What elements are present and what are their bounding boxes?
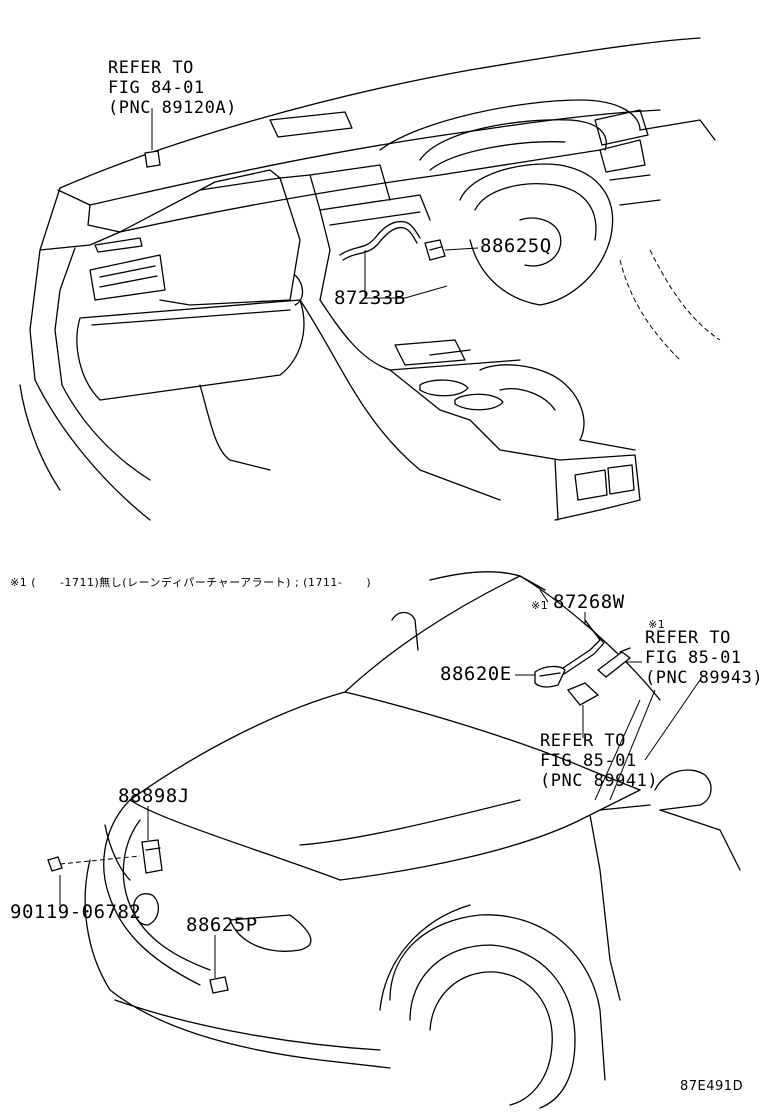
mark-87268W: ※1 bbox=[531, 599, 549, 612]
part-87233B-label[interactable]: 87233B bbox=[334, 287, 406, 309]
vehicle-front-drawing bbox=[47, 571, 741, 1109]
part-88625P-label[interactable]: 88625P bbox=[186, 914, 258, 936]
part-88620E-label[interactable]: 88620E bbox=[440, 663, 512, 685]
part-87268W-label[interactable]: 87268W bbox=[553, 591, 625, 613]
mark-ref-right: ※1 bbox=[648, 618, 666, 631]
ref-pnc-89941-line2: FIG 85-01 bbox=[540, 751, 637, 771]
ref-pnc-89941-line1: REFER TO bbox=[540, 731, 626, 751]
ref-pnc-89943-line2: FIG 85-01 bbox=[645, 648, 742, 668]
note-line: ※1 ( -1711)無し(レーンディパーチャーアラート) ; (1711- ) bbox=[10, 576, 372, 589]
ref-fig-84-01-line2: FIG 84-01 bbox=[108, 78, 205, 98]
ref-pnc-89943-line3: (PNC 89943) bbox=[645, 668, 760, 688]
part-88625Q-label[interactable]: 88625Q bbox=[480, 235, 552, 257]
instrument-panel-drawing bbox=[19, 37, 721, 521]
ref-fig-84-01-line3: (PNC 89120A) bbox=[108, 98, 237, 118]
part-88898J-label[interactable]: 88898J bbox=[118, 785, 190, 807]
ref-pnc-89943-line1: REFER TO bbox=[645, 628, 731, 648]
ref-pnc-89941-line3: (PNC 89941) bbox=[540, 771, 659, 791]
ref-fig-84-01-line1: REFER TO bbox=[108, 58, 194, 78]
figure-code: 87E491D bbox=[680, 1079, 744, 1094]
part-90119-06782-label[interactable]: 90119-06782 bbox=[10, 901, 142, 923]
